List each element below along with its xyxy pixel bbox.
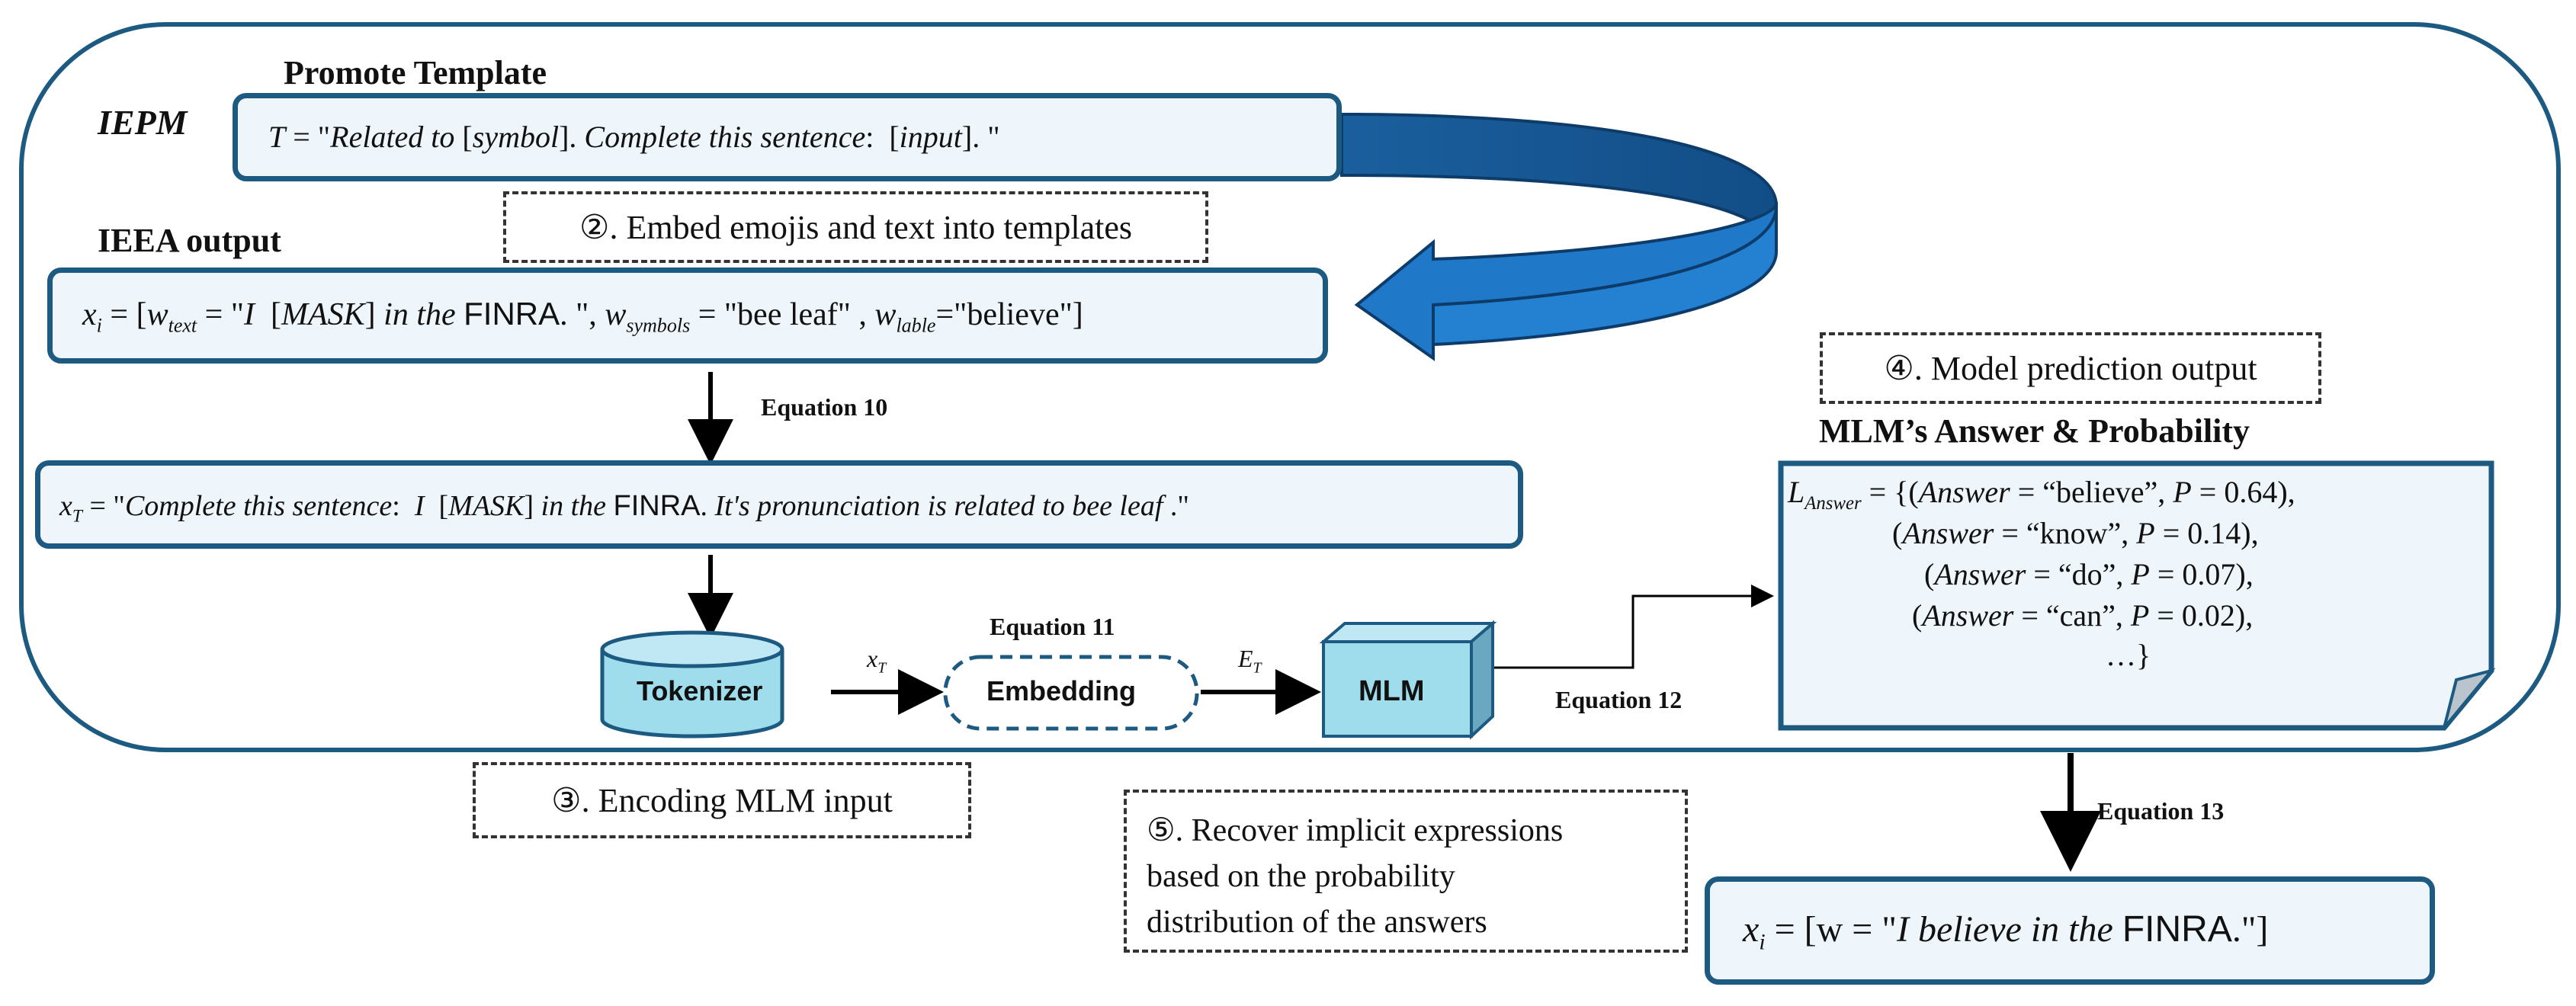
iepm-label: IEPM	[98, 103, 188, 142]
step4-label: ④. Model prediction output	[1884, 349, 2257, 387]
step5-line-1: ⑤. Recover implicit expressions	[1147, 813, 1564, 848]
answer-line-3: (Answer = “can”, P = 0.02),	[1912, 598, 2254, 633]
answer-line-2: (Answer = “do”, P = 0.07),	[1924, 557, 2254, 591]
arrow-mlm-to-answers	[1494, 585, 1774, 669]
mlm-cube-icon	[1319, 620, 1497, 740]
answer-p-3: 0.02	[2181, 598, 2235, 633]
step5-line-3: distribution of the answers	[1147, 905, 1487, 940]
answer-line-1: (Answer = “know”, P = 0.14),	[1892, 516, 2259, 550]
ieea-box	[47, 268, 1328, 364]
step3-label: ③. Encoding MLM input	[551, 781, 893, 819]
final-box	[1705, 876, 2435, 985]
answer-word-1: know	[2039, 516, 2108, 550]
step4-box: ④. Model prediction output	[1820, 332, 2321, 404]
equation-13-label: Equation 13	[2097, 797, 2225, 825]
embedding-label: Embedding	[986, 675, 1136, 706]
equation-12-label: Equation 12	[1555, 686, 1683, 713]
final-formula: xi = [w = "I believe in the FINRA."]	[1743, 909, 2269, 955]
answer-word-3: can	[2059, 598, 2103, 633]
answer-line-0: LAnswer = {(Answer = “believe”, P = 0.64…	[1788, 475, 2295, 514]
ieea-formula: xi = [wtext = "I [MASK] in the FINRA. ",…	[82, 296, 1083, 337]
iepm-frame	[19, 22, 2561, 752]
equation-11-label: Equation 11	[990, 613, 1115, 640]
answer-word-0: believe	[2056, 475, 2145, 509]
template-formula: T = "Related to [symbol]. Complete this …	[268, 120, 1000, 154]
answer-p-0: 0.64	[2224, 475, 2278, 509]
tokenizer-cylinder-icon	[600, 630, 784, 738]
xt-arrow-label: xT	[867, 645, 887, 677]
step2-label: ②. Embed emojis and text into templates	[579, 208, 1132, 246]
xt-box	[35, 460, 1523, 549]
answer-note	[1778, 460, 2496, 731]
answer-p-1: 0.14	[2187, 516, 2241, 550]
ieea-heading: IEEA output	[98, 222, 281, 259]
step5-line-2: based on the probability	[1147, 859, 1455, 894]
step2-box: ②. Embed emojis and text into templates	[503, 191, 1208, 263]
curved-blue-arrow-icon	[1340, 112, 1779, 361]
mlm-label: MLM	[1359, 675, 1425, 707]
tokenizer-label: Tokenizer	[637, 675, 763, 706]
answer-word-2: do	[2071, 557, 2103, 591]
step5-box: ⑤. Recover implicit expressions based on…	[1124, 790, 1688, 953]
equation-10-label: Equation 10	[761, 393, 888, 421]
et-arrow-label: ET	[1238, 645, 1262, 677]
template-box	[233, 93, 1342, 181]
answers-heading: MLM’s Answer & Probability	[1819, 412, 2250, 450]
answer-p-2: 0.07	[2182, 557, 2236, 591]
embedding-shape	[943, 655, 1199, 731]
step3-box: ③. Encoding MLM input	[473, 762, 971, 838]
template-heading: Promote Template	[284, 54, 547, 91]
xt-formula: xT = "Complete this sentence: I [MASK] i…	[59, 490, 1189, 527]
answer-ellipsis: …}	[2106, 638, 2151, 672]
